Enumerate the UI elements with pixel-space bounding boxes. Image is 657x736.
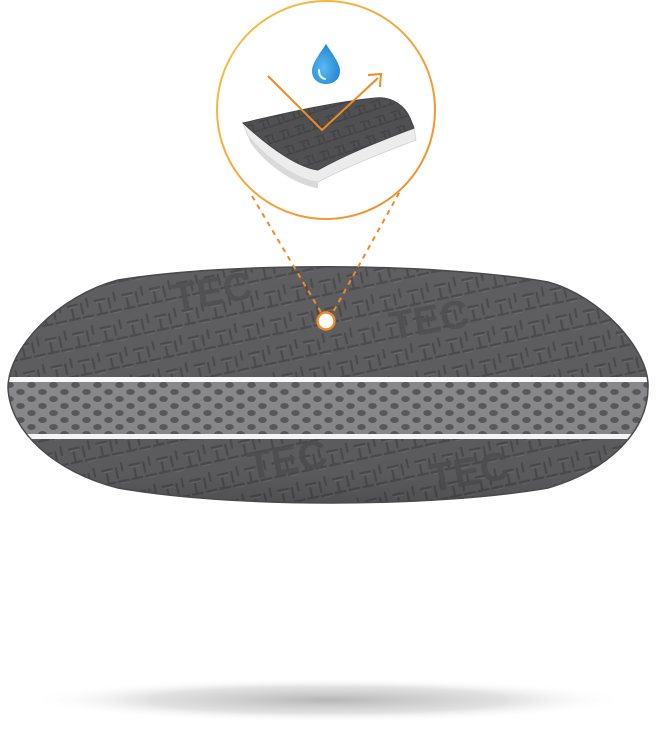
- pillow: TEC TEC TEC TEC: [7, 265, 649, 504]
- callout-lines: [251, 183, 405, 315]
- floor-shadow: [28, 678, 628, 722]
- focus-point-marker: [316, 311, 336, 331]
- arrow-icon: [267, 72, 383, 132]
- magnifier-callout: [216, 0, 436, 220]
- fabric-swatch: [241, 97, 417, 188]
